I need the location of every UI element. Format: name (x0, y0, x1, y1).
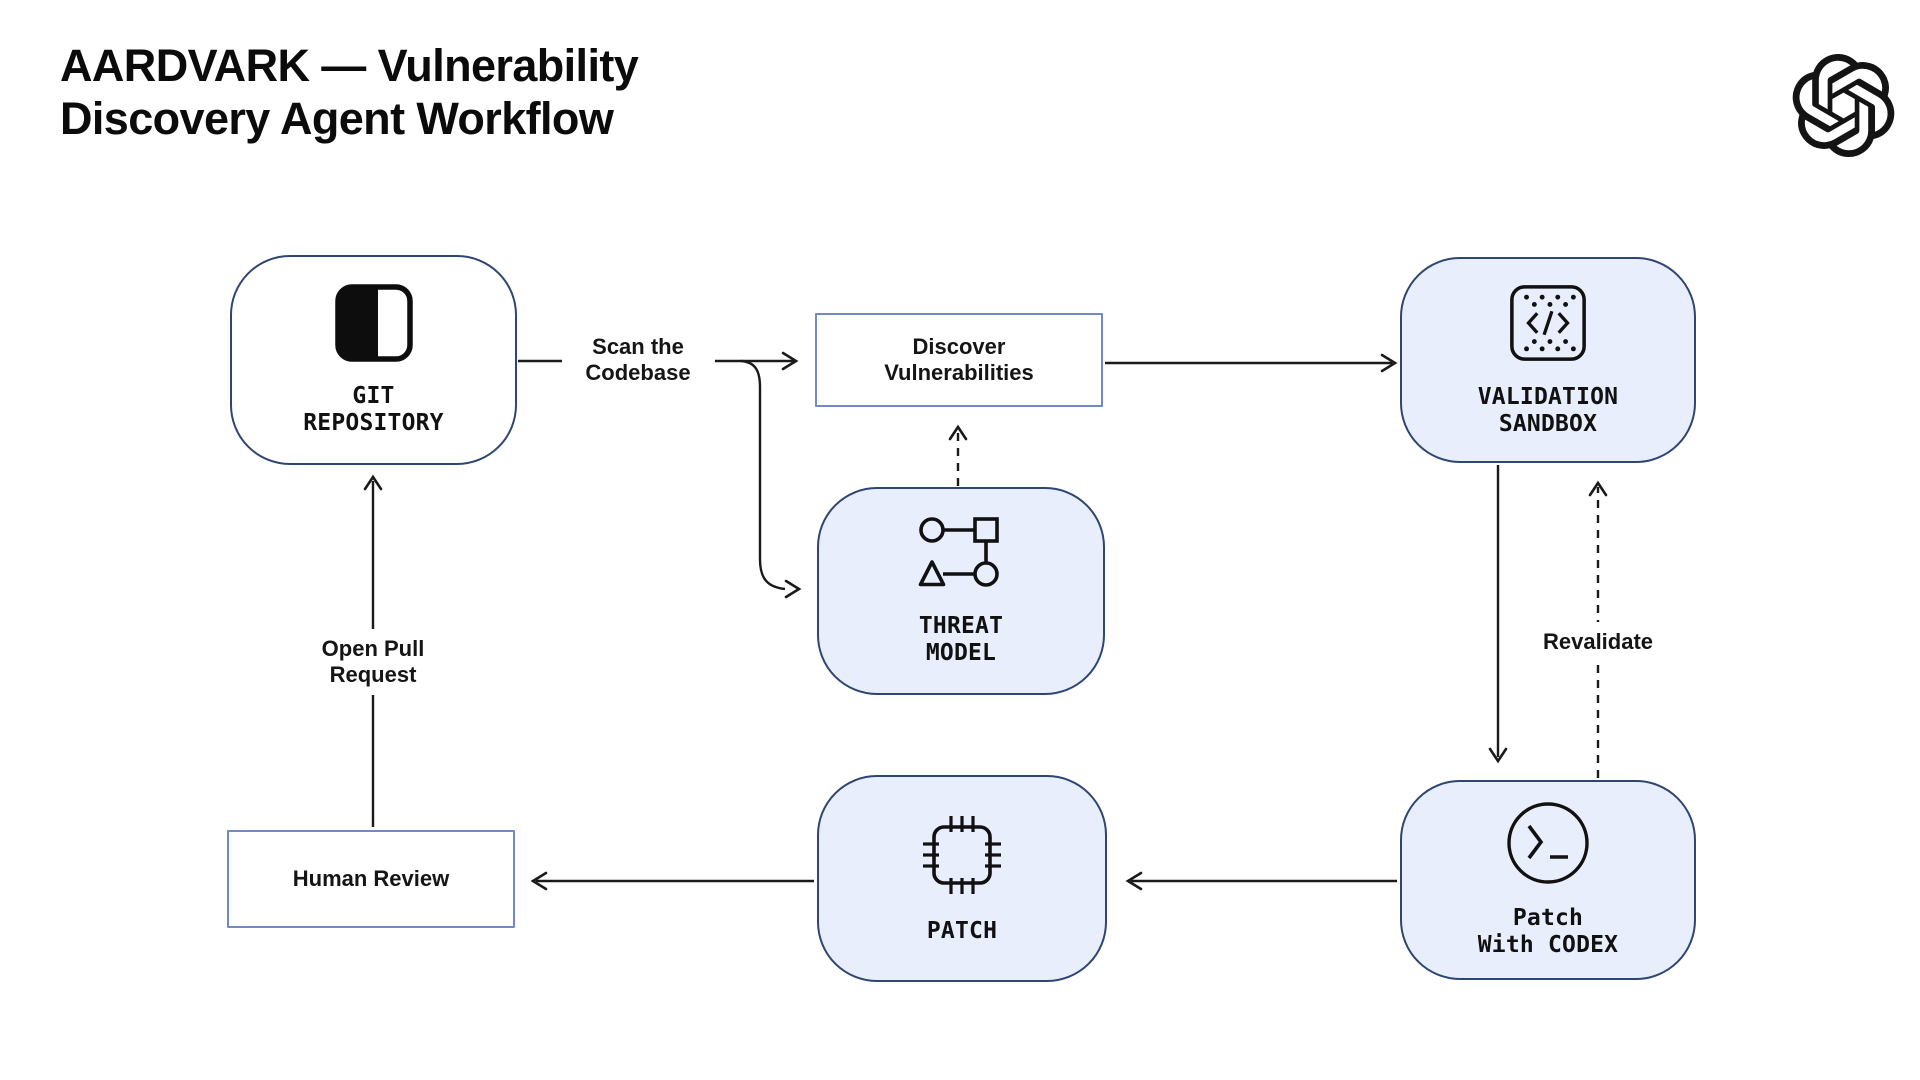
arrowhead-left (530, 871, 548, 891)
node-patch: PATCH (817, 775, 1107, 982)
edge-label-scan-the-codebase: Scan the Codebase (585, 334, 691, 385)
node-label: Discover Vulnerabilities (884, 334, 1034, 385)
arrowhead-down (1488, 747, 1508, 764)
node-validation-sandbox: VALIDATION SANDBOX (1400, 257, 1696, 463)
arrowhead-right (1380, 353, 1398, 373)
node-threat-model: THREAT MODEL (817, 487, 1105, 695)
node-label: Patch With CODEX (1477, 904, 1619, 958)
chip-icon (923, 815, 1001, 894)
arrowhead-up (1588, 480, 1608, 497)
page-title: AARDVARK — Vulnerability Discovery Agent… (60, 40, 639, 145)
node-label: PATCH (926, 917, 998, 944)
openai-logo (1792, 54, 1895, 157)
node-label: Human Review (292, 866, 450, 892)
code-sandbox-icon (1510, 284, 1586, 361)
node-label: VALIDATION SANDBOX (1477, 383, 1619, 437)
node-patch-with-codex: Patch With CODEX (1400, 780, 1696, 980)
threat-model-icon (918, 517, 999, 587)
arrowhead-left (1125, 871, 1143, 891)
git-repository-icon (334, 284, 413, 362)
node-git-repository: GIT REPOSITORY (230, 255, 517, 465)
node-label: GIT REPOSITORY (303, 382, 444, 436)
title-line-2: Discovery Agent Workflow (60, 92, 614, 144)
edge-label-revalidate: Revalidate (1518, 622, 1678, 662)
edge-label-open-pull-request: Open Pull Request (293, 629, 453, 695)
node-discover-vulnerabilities: Discover Vulnerabilities (815, 313, 1103, 407)
terminal-icon (1507, 802, 1589, 884)
title-line-1: AARDVARK — Vulnerability (60, 40, 639, 91)
arrowhead-up (363, 474, 383, 491)
node-human-review: Human Review (227, 830, 515, 928)
arrowhead-right (784, 579, 802, 599)
edge-branch-to-threat (740, 359, 786, 591)
arrowhead-right (781, 351, 799, 371)
node-label: THREAT MODEL (918, 612, 1004, 666)
arrowhead-up (948, 424, 968, 441)
